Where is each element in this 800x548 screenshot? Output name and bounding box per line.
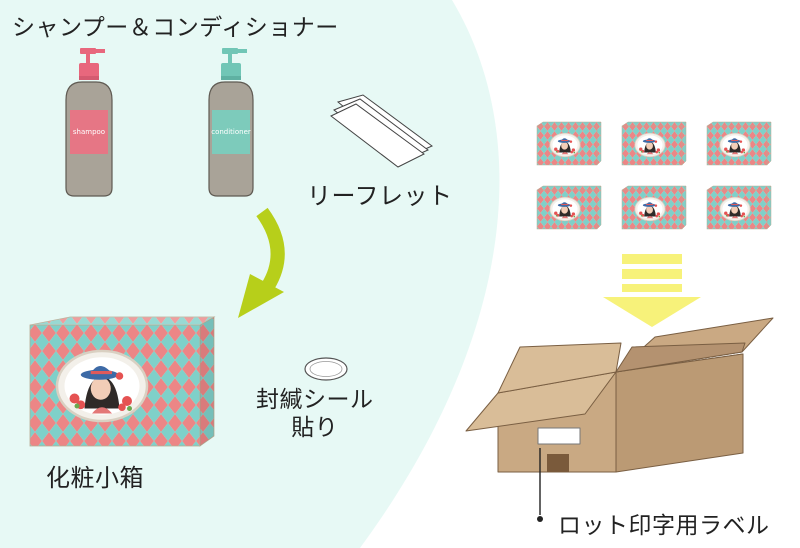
seal-label-line1: 封緘シール: [256, 387, 374, 413]
green-curved-arrow-icon: [238, 207, 285, 318]
small-box-icon: [536, 121, 602, 166]
lot-label-caption: ロット印字用ラベル: [558, 513, 770, 539]
seal-sticker-icon: [304, 357, 348, 381]
small-box-icon: [621, 121, 687, 166]
conditioner-bottle-label: conditioner: [211, 128, 251, 136]
leaflet-label: リーフレット: [307, 182, 453, 210]
seal-label: 封緘シール 貼り: [256, 386, 374, 442]
small-box-icon: [621, 185, 687, 230]
seal-label-line2: 貼り: [291, 415, 339, 441]
label-callout-line: [537, 448, 543, 522]
leaflet-icon: [330, 94, 433, 168]
small-box-icon: [536, 185, 602, 230]
gift-box-label: 化粧小箱: [46, 464, 144, 492]
conditioner-bottle-icon: conditioner: [208, 48, 254, 197]
yellow-down-arrow-icon: [603, 254, 701, 327]
gift-box-icon: [29, 316, 216, 447]
title-label: シャンプー＆コンディショナー: [12, 15, 339, 41]
small-box-icon: [706, 121, 772, 166]
shampoo-bottle-label: shampoo: [73, 128, 105, 136]
cardboard-box-icon: [465, 317, 774, 473]
small-box-grid: [536, 121, 772, 230]
shampoo-bottle-icon: shampoo: [65, 48, 113, 197]
small-box-icon: [706, 185, 772, 230]
